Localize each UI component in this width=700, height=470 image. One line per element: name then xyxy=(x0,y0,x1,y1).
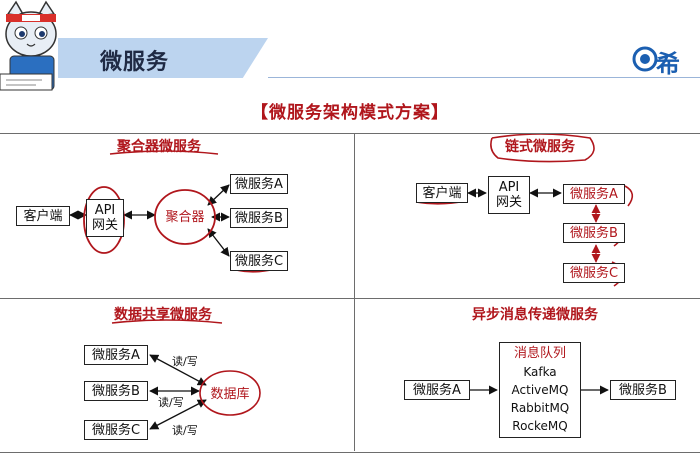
cat-mascot-icon xyxy=(0,0,57,91)
panel-title-aggregator: 聚合器微服务 xyxy=(117,139,201,155)
aggregator-diagram-edges xyxy=(69,150,276,273)
shared-node-service-c: 微服务C xyxy=(84,420,148,440)
queue-rockemq: RockeMQ xyxy=(512,419,568,433)
logo-text: 希 xyxy=(656,50,680,78)
queue-kafka: Kafka xyxy=(523,365,557,379)
chain-node-client: 客户端 xyxy=(416,183,468,203)
chain-node-service-c: 微服务C xyxy=(563,263,625,283)
edge-aggregator-c xyxy=(207,228,230,257)
shared-data-edges xyxy=(111,319,261,430)
diagram-grid xyxy=(0,133,700,453)
chain-node-api-gateway: API 网关 xyxy=(488,176,530,214)
gateway-line2: 网关 xyxy=(91,218,118,233)
shared-node-service-b: 微服务B xyxy=(84,381,148,401)
rw-label-a: 读/写 xyxy=(172,355,198,368)
node-aggregator: 聚合器 xyxy=(165,209,205,225)
section-title: 微服务 xyxy=(100,50,170,75)
node-service-a: 微服务A xyxy=(230,174,288,194)
panel-title-async: 异步消息传递微服务 xyxy=(472,307,598,323)
queue-rabbitmq: RabbitMQ xyxy=(510,401,570,415)
node-service-c: 微服务C xyxy=(230,251,288,271)
node-database: 数据库 xyxy=(210,386,250,402)
node-service-b: 微服务B xyxy=(230,208,288,228)
rw-label-c: 读/写 xyxy=(172,424,198,437)
queue-title: 消息队列 xyxy=(513,346,566,361)
rw-label-b: 读/写 xyxy=(158,396,184,409)
chain-gateway-line2: 网关 xyxy=(495,195,522,210)
node-client: 客户端 xyxy=(16,206,70,226)
logo-icon xyxy=(632,46,658,72)
message-queue-box: 消息队列 Kafka ActiveMQ RabbitMQ RockeMQ xyxy=(499,342,581,438)
node-api-gateway: API 网关 xyxy=(86,199,124,237)
page-title: 【微服务架构模式方案】 xyxy=(251,103,449,123)
shared-node-service-a: 微服务A xyxy=(84,345,148,365)
gateway-line1: API xyxy=(94,203,116,218)
chain-node-service-a: 微服务A xyxy=(563,184,625,204)
panel-title-shared-data: 数据共享微服务 xyxy=(114,307,212,323)
chain-gateway-line1: API xyxy=(498,180,520,195)
header-divider xyxy=(268,77,700,78)
edge-aggregator-a xyxy=(207,184,230,206)
panel-title-chain: 链式微服务 xyxy=(505,139,575,155)
async-node-consumer: 微服务B xyxy=(610,380,676,400)
async-node-producer: 微服务A xyxy=(404,380,470,400)
chain-node-service-b: 微服务B xyxy=(563,223,625,243)
grid-horizontal-divider xyxy=(0,298,700,299)
header-band xyxy=(58,38,268,78)
grid-vertical-divider xyxy=(354,133,355,451)
queue-activemq: ActiveMQ xyxy=(511,383,569,397)
